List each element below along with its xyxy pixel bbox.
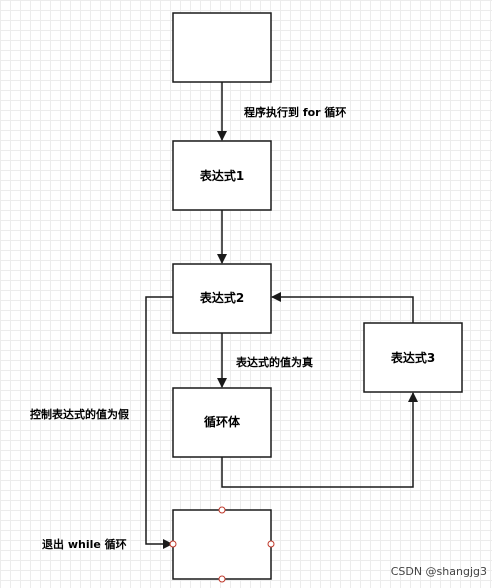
arrow-expr3-to-expr2 [271,292,414,323]
expr2-box [172,263,272,334]
edge-label-expr2-true: 表达式的值为真 [235,355,313,369]
arrow-expr2-false-to-exit [145,296,173,549]
watermark: CSDN @shangjg3 [391,565,487,578]
expr2-label: 表达式2 [199,290,244,305]
connection-handle-bottom[interactable] [218,575,226,583]
expr3-label: 表达式3 [390,350,435,365]
loop-body-label: 循环体 [204,414,241,429]
expr1-label: 表达式1 [199,168,244,183]
edge-label-start-to-expr1: 程序执行到 for 循环 [244,105,346,119]
edge-label-exit: 退出 while 循环 [42,537,127,551]
start-box [172,12,272,83]
connection-handle-right[interactable] [267,540,275,548]
arrow-loop-body-to-expr3 [221,392,418,488]
expr1-box [172,140,272,211]
connection-handle-top[interactable] [218,506,226,514]
edge-label-expr2-false: 控制表达式的值为假 [30,407,130,421]
end-box [172,509,272,580]
loop-body-box [172,387,272,458]
connection-handle-left[interactable] [169,540,177,548]
